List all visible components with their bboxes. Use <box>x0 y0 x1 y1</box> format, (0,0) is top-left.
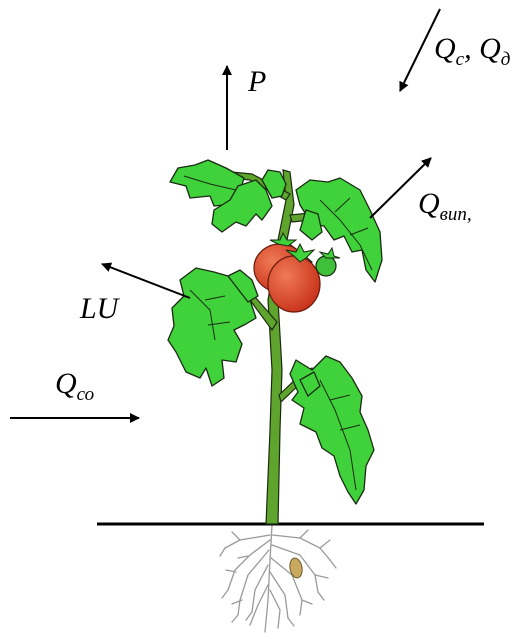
green-tomato <box>316 256 336 276</box>
label-incoming-radiation: Qс, Qд <box>434 32 510 70</box>
label-longwave: LU <box>79 292 121 325</box>
tomato-front <box>268 256 320 312</box>
label-evaporation: Qвип, <box>418 187 472 225</box>
label-convection: Qсо <box>55 367 94 405</box>
label-photosynthesis: P <box>247 65 266 98</box>
plant-roots <box>220 525 336 632</box>
seed-tuber <box>288 557 303 579</box>
